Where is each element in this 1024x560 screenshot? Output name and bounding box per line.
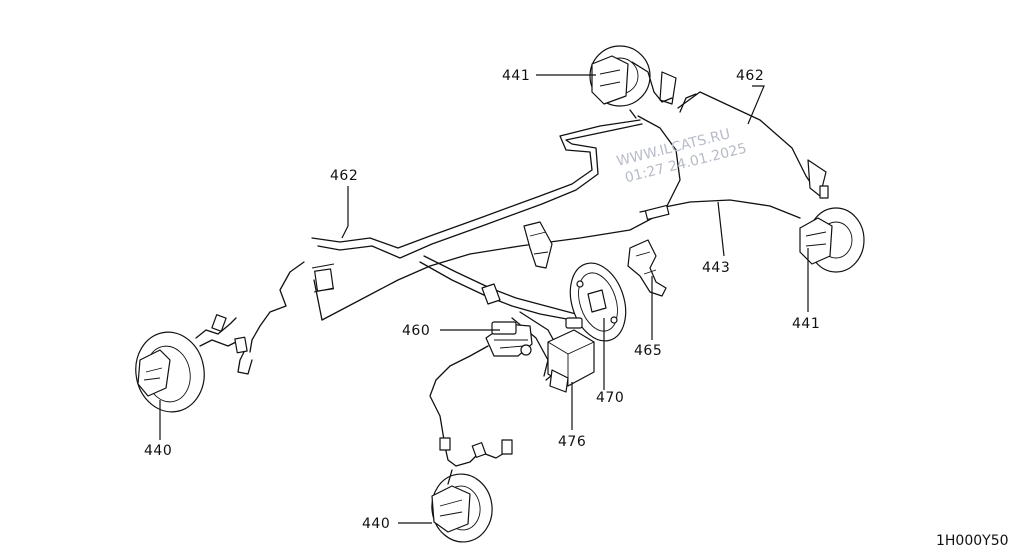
brake-assembly-rear-right <box>589 45 673 119</box>
callout-465: 465 <box>634 343 662 359</box>
callout-462-left: 462 <box>330 168 358 184</box>
callout-460: 460 <box>402 323 430 339</box>
leader-lines <box>159 74 809 524</box>
brake-booster <box>569 262 627 342</box>
callout-441-right: 441 <box>792 316 820 332</box>
callout-476: 476 <box>558 434 586 450</box>
brake-assembly-front-left <box>431 437 513 543</box>
master-cylinder <box>485 321 533 357</box>
abs-actuator <box>547 317 595 393</box>
callout-470: 470 <box>596 390 624 406</box>
callout-441-top: 441 <box>502 68 530 84</box>
brake-assembly-rear-left <box>135 314 253 413</box>
pipe-clips <box>311 71 827 305</box>
brake-assembly-front-right <box>799 185 865 273</box>
callout-443: 443 <box>702 260 730 276</box>
watermark: WWW.ILCATS.RU 01:27 24.01.2025 <box>615 126 748 186</box>
callouts: 441 462 462 443 441 460 465 470 476 440 … <box>144 68 820 532</box>
callout-462-top: 462 <box>736 68 764 84</box>
diagram-code: 1H000Y50 <box>936 533 1009 549</box>
callout-440-left: 440 <box>144 443 172 459</box>
callout-440-bottom: 440 <box>362 516 390 532</box>
main-brake-pipes <box>249 91 815 441</box>
